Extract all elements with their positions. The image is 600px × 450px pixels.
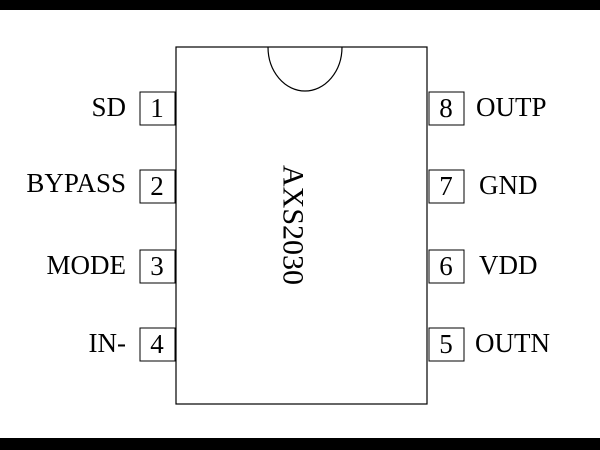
pin-6-label: VDD <box>479 250 538 280</box>
pin-4-label: IN- <box>89 328 126 358</box>
pin-6: 6 VDD <box>428 249 538 284</box>
pin-4-pad <box>139 327 176 362</box>
top-border-bar <box>0 0 600 10</box>
pin-2: 2 BYPASS <box>26 168 176 204</box>
pin-2-pad <box>139 169 176 204</box>
pin-1-number: 1 <box>150 93 164 123</box>
pin-7-label: GND <box>479 170 538 200</box>
pin-5-label: OUTN <box>475 328 550 358</box>
pin-6-pad <box>428 249 465 284</box>
pin-5-number: 5 <box>439 329 453 359</box>
pin-1-pad <box>139 91 176 126</box>
pin-1: 1 SD <box>91 91 176 126</box>
pin-7-number: 7 <box>439 171 453 201</box>
pin-7-pad <box>428 169 465 204</box>
pin-8-label: OUTP <box>476 92 547 122</box>
chip-part-number: AXS2030 <box>277 165 310 285</box>
pin-2-label: BYPASS <box>26 168 126 198</box>
pin-3: 3 MODE <box>47 249 176 284</box>
pin-3-pad <box>139 249 176 284</box>
pin-2-number: 2 <box>150 171 164 201</box>
bottom-border-bar <box>0 438 600 450</box>
pin-4: 4 IN- <box>89 327 176 362</box>
pin-3-number: 3 <box>150 251 164 281</box>
pin-5: 5 OUTN <box>428 327 550 362</box>
pin-7: 7 GND <box>428 169 538 204</box>
pin-5-pad <box>428 327 465 362</box>
pin-8-pad <box>428 91 465 126</box>
orientation-notch <box>267 46 343 92</box>
pin-3-label: MODE <box>47 250 127 280</box>
pin-6-number: 6 <box>439 251 453 281</box>
pin-4-number: 4 <box>150 329 164 359</box>
pin-1-label: SD <box>91 92 126 122</box>
pin-8-number: 8 <box>439 93 453 123</box>
pin-8: 8 OUTP <box>428 91 547 126</box>
chip-body <box>175 46 428 405</box>
